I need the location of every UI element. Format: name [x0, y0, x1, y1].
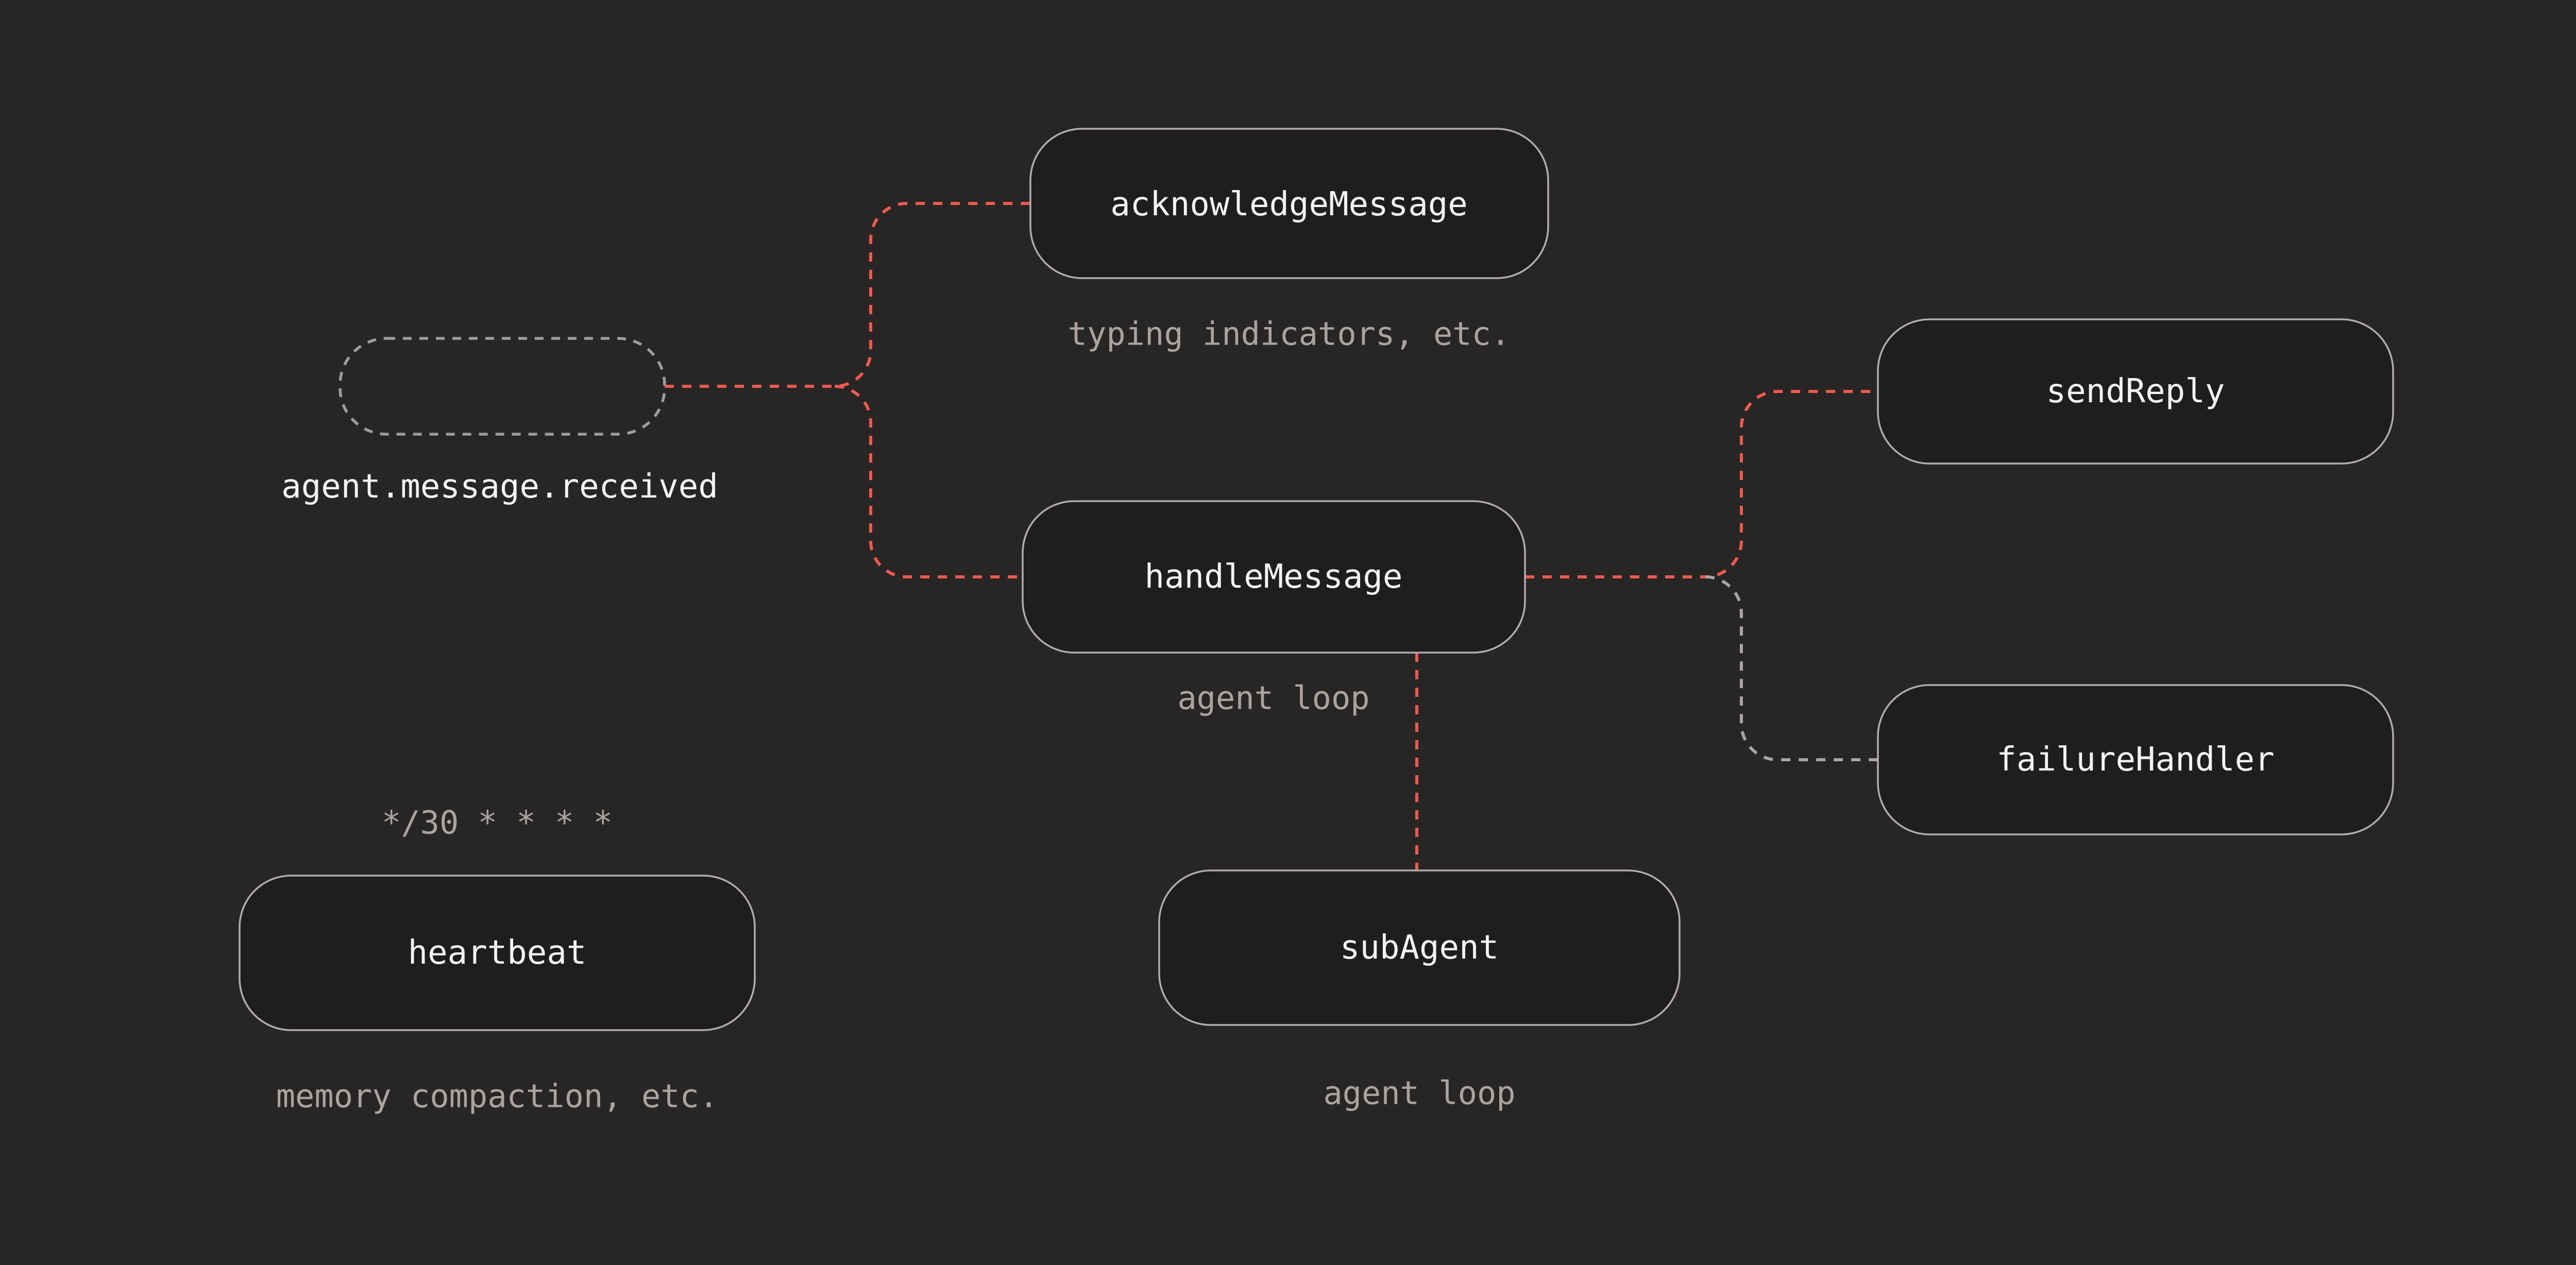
edge-handlemessage-to-failurehandler — [1705, 575, 1878, 761]
node-heartbeat: */30 * * * * heartbeat memory compaction… — [239, 804, 756, 1115]
subagent-label: subAgent — [1340, 929, 1499, 967]
handlemessage-caption: agent loop — [1177, 679, 1369, 717]
edges — [665, 202, 1878, 870]
heartbeat-label: heartbeat — [408, 934, 587, 972]
event-trigger-label: agent.message.received — [281, 468, 718, 506]
event-trigger-outline — [338, 337, 666, 436]
node-acknowledgemessage: acknowledgeMessage typing indicators, et… — [1029, 128, 1549, 353]
node-subagent: subAgent agent loop — [1158, 869, 1681, 1112]
heartbeat-caption: memory compaction, etc. — [276, 1078, 719, 1115]
failurehandler-label: failureHandler — [1996, 741, 2274, 779]
sendreply-shape — [1877, 318, 2394, 465]
edge-event-to-acknowledgemessage — [665, 202, 1030, 388]
acknowledgemessage-shape — [1029, 128, 1549, 279]
node-handlemessage: handleMessage agent loop — [1022, 500, 1526, 717]
failurehandler-shape — [1877, 684, 2394, 835]
node-failurehandler: failureHandler — [1877, 684, 2394, 835]
sendreply-label: sendReply — [2046, 372, 2225, 411]
subagent-caption: agent loop — [1323, 1074, 1515, 1112]
acknowledgemessage-label: acknowledgeMessage — [1110, 185, 1468, 224]
handlemessage-shape — [1022, 500, 1526, 654]
node-sendreply: sendReply — [1877, 318, 2394, 465]
node-event-trigger: agent.message.received — [281, 337, 718, 506]
handlemessage-label: handleMessage — [1145, 558, 1403, 596]
heartbeat-shape — [239, 875, 756, 1031]
acknowledgemessage-caption: typing indicators, etc. — [1068, 315, 1511, 353]
edge-handlemessage-to-sendreply — [1525, 390, 1878, 578]
subagent-shape — [1158, 869, 1681, 1026]
heartbeat-cron-schedule: */30 * * * * — [382, 804, 613, 842]
edge-event-to-handlemessage — [834, 385, 1023, 578]
